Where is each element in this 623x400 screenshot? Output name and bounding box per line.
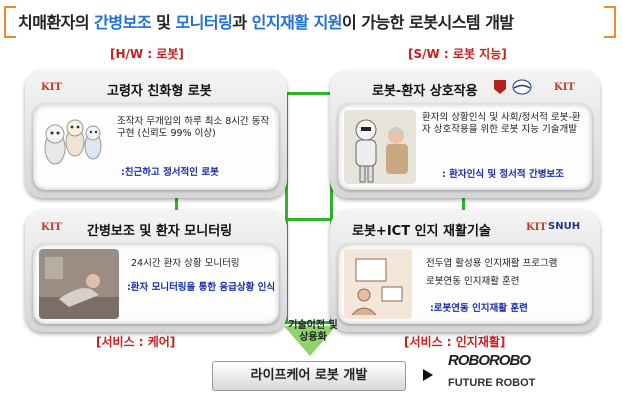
elderly-robot-description: 조작자 무개입의 하루 최소 8시간 동작 구현 (신뢰도 99% 이상) <box>117 116 270 139</box>
snuh-logo-icon: SNUH <box>548 221 581 232</box>
panel-head-interaction: 로봇-환자 상호작용 <box>372 84 478 99</box>
kist-logo-icon: KIT <box>41 82 62 93</box>
elderly-robots-image <box>44 119 102 165</box>
label-rehab: [서비스 : 인지재활] <box>404 335 506 349</box>
lifecare-robot-box: 라이프케어 로봇 개발 <box>212 361 406 391</box>
connector-tl-bl <box>175 195 178 213</box>
title-highlight-monitoring: 모니터링 <box>175 13 233 32</box>
fallen-patient-image <box>39 249 119 319</box>
panel-head-cognitive-rehab: 로봇+ICT 인지 재활기술 <box>352 224 491 239</box>
card-care-monitoring: 24시간 환자 상황 모니터링 :환자 모니터링을 통한 응급상황 인식 <box>33 244 279 324</box>
transfer-label: 기술이전 및 상용화 <box>288 320 338 343</box>
interaction-description: 환자의 상황인식 및 사회/정서적 로봇-환자 상호작용을 위한 로봇 지능 기… <box>422 112 581 135</box>
roborobo-logo: ROBOROBO <box>448 352 531 369</box>
card-interaction: 환자의 상황인식 및 사회/정서적 로봇-환자 상호작용을 위한 로봇 지능 기… <box>338 104 592 190</box>
rehab-illustration-image <box>344 249 412 319</box>
title-bracket-left <box>4 6 16 38</box>
monitoring-description: 24시간 환자 상황 모니터링 <box>131 258 240 269</box>
title-text-1: 치매환자의 <box>18 13 95 32</box>
card-cognitive-rehab: 전두엽 활성용 인지재활 프로그램 로봇연동 인지재활 훈련 :로봇연동 인지재… <box>338 244 592 324</box>
transfer-arrow-icon <box>284 326 336 356</box>
kist-logo-icon: KIT <box>41 222 62 233</box>
card-elderly-robot: 조작자 무개입의 하루 최소 8시간 동작 구현 (신뢰도 99% 이상) :친… <box>33 104 279 190</box>
panel-cognitive-rehab: 로봇+ICT 인지 재활기술 KIT SNUH 전두엽 활성용 인지재활 프로그… <box>330 210 600 332</box>
connector-left-vertical <box>285 92 288 324</box>
kist-logo-icon: KIT <box>526 222 547 233</box>
play-arrow-icon <box>423 369 433 381</box>
label-care: [서비스 : 케어] <box>96 335 176 349</box>
connector-tr-br <box>462 195 465 213</box>
label-sw: [S/W : 로봇 지능] <box>408 47 507 61</box>
kist-logo-icon: KIT <box>554 82 575 93</box>
page-title: 치매환자의 간병보조 및 모니터링과 인지재활 지원이 가능한 로봇시스템 개발 <box>4 6 616 34</box>
panel-care-monitoring: KIT 간병보조 및 환자 모니터링 24시간 환자 상황 모니터링 :환자 모… <box>25 210 287 332</box>
connector-right-vertical <box>330 92 333 324</box>
connector-bottom <box>285 321 333 324</box>
title-highlight-care: 간병보조 <box>94 13 152 32</box>
rehab-line-2: 로봇연동 인지재활 훈련 <box>426 276 520 287</box>
label-hw: [H/W : 로봇] <box>110 47 184 61</box>
partner-logos-icon <box>494 79 532 95</box>
connector-top <box>285 92 333 95</box>
title-text-4: 이 가능한 로봇시스템 개발 <box>342 13 514 32</box>
title-text-3: 과 <box>232 13 252 32</box>
panel-head-care-monitoring: 간병보조 및 환자 모니터링 <box>87 224 233 239</box>
rehab-line-1: 전두엽 활성용 인지재활 프로그램 <box>426 258 558 269</box>
title-text-2: 및 <box>151 13 176 32</box>
elderly-robot-tag: :친근하고 정서적인 로봇 <box>121 167 219 178</box>
monitoring-tag: :환자 모니터링을 통한 응급상황 인식 <box>127 282 276 293</box>
panel-elderly-robot: KIT 고령자 친화형 로봇 조작자 무개입의 하루 최소 8시간 동작 구현 … <box>25 70 287 198</box>
connector-middle <box>288 218 330 221</box>
panel-head-elderly-robot: 고령자 친화형 로봇 <box>107 84 212 99</box>
title-bracket-right <box>604 6 616 38</box>
panel-robot-patient-interaction: 로봇-환자 상호작용 KIT 환자의 상황인식 및 사회/정서적 로봇-환자 상… <box>330 70 600 198</box>
rehab-tag: :로봇연동 인지재활 훈련 <box>430 303 528 314</box>
interaction-tag: : 환자인식 및 정서적 간병보조 <box>442 169 564 180</box>
title-highlight-rehab: 인지재활 지원 <box>251 13 343 32</box>
robot-patient-image <box>344 110 416 184</box>
future-robot-logo: FUTURE ROBOT <box>448 377 536 389</box>
